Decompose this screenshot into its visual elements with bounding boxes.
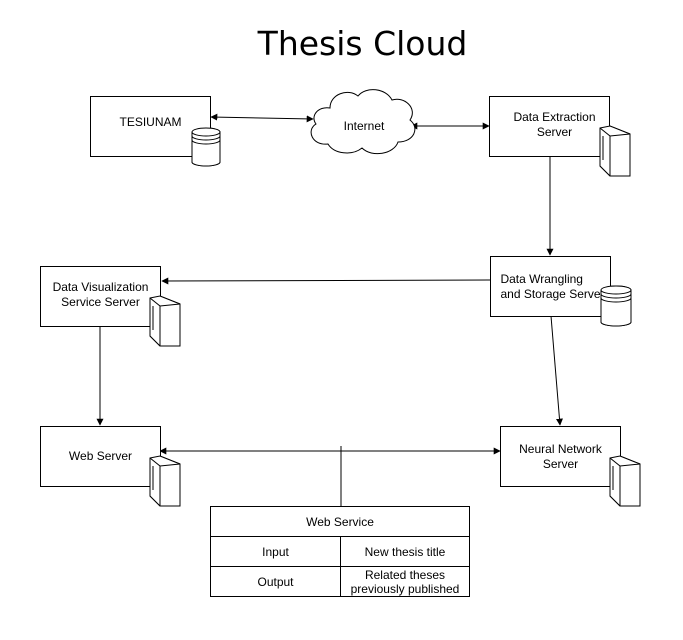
internet-cloud-shape <box>310 89 416 155</box>
edge-wrangling-visualization <box>161 277 491 285</box>
output-label: Output <box>210 566 341 597</box>
node-data-visualization-server: Data Visualization Service Server <box>40 266 161 327</box>
node-web-server-label: Web Server <box>68 449 133 463</box>
diagram-title: Thesis Cloud <box>257 24 468 63</box>
node-tesiunam: TESIUNAM <box>90 96 211 157</box>
web-service-table: Web Service Input New thesis title Outpu… <box>210 506 470 597</box>
edge-wrangling-neural <box>550 315 563 426</box>
node-data-extraction-server: Data Extraction Server <box>489 96 610 157</box>
node-data-wrangling-server: Data Wrangling and Storage Server <box>490 256 611 317</box>
node-data-extraction-label: Data Extraction Server <box>513 109 596 139</box>
node-data-wrangling-label: Data Wrangling and Storage Server <box>500 271 605 301</box>
output-value: Related theses previously published <box>340 566 470 597</box>
edge-tesiunam-internet <box>210 113 314 123</box>
node-data-visualization-label: Data Visualization Service Server <box>52 279 149 309</box>
node-neural-network-label: Neural Network Server <box>519 441 602 471</box>
input-label: Input <box>210 536 341 567</box>
node-web-server: Web Server <box>40 426 161 487</box>
web-service-header: Web Service <box>210 506 470 537</box>
node-tesiunam-label: TESIUNAM <box>119 115 182 129</box>
node-neural-network-server: Neural Network Server <box>500 426 621 487</box>
node-internet-label: Internet <box>343 119 385 133</box>
input-value: New thesis title <box>340 536 470 567</box>
